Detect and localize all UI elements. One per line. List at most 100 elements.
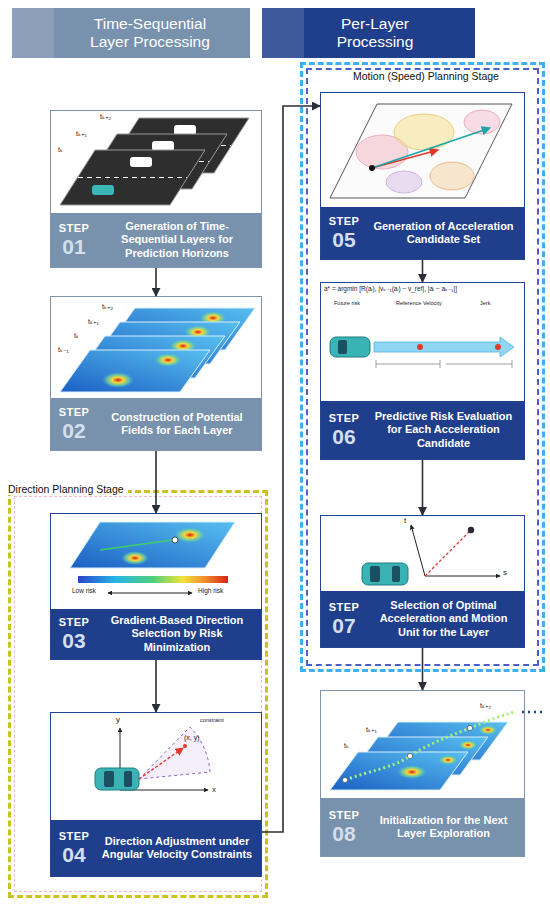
gradient-direction-sketch [78, 576, 228, 583]
step-title: Predictive Risk Evaluation for Each Acce… [369, 410, 518, 450]
risk-evaluation-sketch [376, 364, 440, 365]
road-layers [60, 150, 205, 205]
acceleration-candidate-sketch [330, 104, 512, 198]
step-tag: STEP [59, 831, 90, 842]
illustration-label: a* = argmin [R(aᵢ), |vₖ₋₁(aᵢ) − v_ref|, … [324, 286, 457, 293]
step-label-bar: STEP 05 Generation of Acceleration Candida… [321, 207, 524, 259]
step-tag: STEP [329, 602, 360, 613]
step-label-bar: STEP 08 Initialization for the Next Layer … [321, 798, 524, 856]
risk-evaluation-sketch [495, 344, 501, 350]
illustration-label: tₖ₋₁ [58, 346, 69, 353]
step-number-box: STEP01 [51, 223, 97, 257]
step-number: 07 [332, 615, 355, 636]
illustration-label: tₖ [58, 146, 63, 153]
motion-unit-sketch [362, 525, 500, 585]
next-layer-sketch [407, 753, 412, 758]
step-number-box: STEP06 [321, 413, 367, 447]
process-step-card: STEP02Construction of Potential Fields f… [50, 296, 262, 451]
gradient-direction-sketch [121, 551, 149, 565]
process-step-card: STEP06Predictive Risk Evaluation for Eac… [320, 282, 525, 460]
gradient-direction-sketch [70, 522, 235, 593]
risk-evaluation-sketch [417, 344, 423, 350]
step-label-bar: STEP 03 Gradient-Based Direction Selection… [51, 609, 261, 659]
step-title-wrap: Generation of Time-Sequential Layers for… [97, 220, 261, 260]
acceleration-candidate-sketch [372, 128, 490, 168]
angular-constraint-sketch [95, 727, 210, 790]
illustration-label: tₖ₊₂ [102, 303, 113, 310]
risk-evaluation-sketch [446, 364, 512, 365]
next-layer-sketch [522, 711, 546, 714]
illustration-label: tₖ₊₁ [76, 130, 87, 137]
acceleration-candidate-sketch [386, 171, 422, 193]
acceleration-candidate-sketch [369, 165, 375, 171]
illustration-label: t [404, 517, 406, 525]
process-step-card: STEP 04 Direction Adjustment under Angular… [50, 712, 262, 877]
step-number-box: STEP 07 [321, 602, 367, 636]
illustration-label: s [503, 569, 507, 577]
legend-strip [262, 8, 304, 58]
motion-unit-sketch [468, 527, 474, 533]
motion-unit-sketch [392, 566, 400, 582]
step-number: 04 [62, 844, 85, 865]
process-step-card: STEP 07 Selection of Optimal Acceleration … [320, 515, 525, 648]
stage-group: Motion (Speed) Planning StageSTEP 05 Gener… [300, 62, 545, 672]
angular-constraint-sketch [95, 768, 139, 790]
risk-evaluation-sketch [330, 337, 370, 357]
illustration-label: tₖ₊₁ [88, 318, 99, 325]
acceleration-candidate-sketch [330, 104, 512, 198]
step-number: 02 [62, 420, 85, 441]
gradient-direction-sketch [174, 527, 206, 543]
step-label-bar: STEP 07 Selection of Optimal Acceleration … [321, 591, 524, 647]
step-tag: STEP [329, 216, 360, 227]
step-title-wrap: Gradient-Based Direction Selection by Ri… [97, 614, 261, 654]
step-number-box: STEP 03 [51, 617, 97, 651]
step-title-wrap: Selection of Optimal Acceleration and Mo… [367, 599, 524, 639]
illustration-label: tₖ₊₂ [100, 113, 111, 120]
illustration-label: tₖ₊₂ [480, 702, 491, 709]
legend-strip [12, 8, 54, 58]
step-label-bar: STEP01Generation of Time-Sequential Laye… [51, 213, 261, 267]
step-title-wrap: Direction Adjustment under Angular Veloc… [97, 835, 261, 862]
risk-evaluation-sketch [376, 360, 377, 368]
next-layer-sketch [330, 752, 468, 790]
step-label-bar: STEP02Construction of Potential Fields f… [51, 398, 261, 450]
step-title: Generation of Time-Sequential Layers for… [99, 220, 255, 260]
stage-label: Motion (Speed) Planning Stage [353, 70, 503, 82]
step-number: 05 [332, 229, 355, 250]
step-label-bar: STEP 04 Direction Adjustment under Angular… [51, 820, 261, 876]
step-title-wrap: Generation of Acceleration Candidate Set [367, 220, 524, 247]
illustration-label: tₖ [74, 332, 79, 339]
step-label-bar: STEP06Predictive Risk Evaluation for Eac… [321, 401, 524, 459]
angular-constraint-sketch [124, 771, 132, 787]
gradient-direction-sketch [172, 537, 178, 543]
risk-evaluation-sketch [440, 360, 441, 368]
risk-evaluation-sketch [338, 340, 347, 354]
motion-unit-sketch [370, 566, 380, 582]
step-tag: STEP [329, 810, 360, 821]
illustration-label: Future risk [334, 301, 360, 307]
road-layers [60, 118, 249, 205]
step-title-wrap: Predictive Risk Evaluation for Each Acce… [367, 410, 524, 450]
illustration-label: Jerk [480, 301, 490, 307]
illustration-label: High risk [198, 588, 223, 595]
illustration-label: Reference Velocity [396, 301, 442, 307]
illustration-label: x [212, 786, 216, 794]
risk-evaluation-sketch [512, 360, 513, 368]
angular-constraint-sketch [104, 771, 114, 787]
stage-group: Direction Planning StageSTEP03Gradient-B… [8, 490, 268, 898]
risk-evaluation-sketch [330, 337, 514, 368]
step-title-wrap: Initialization for the Next Layer Explor… [367, 814, 524, 841]
next-layer-sketch [342, 777, 347, 782]
step-title: Selection of Optimal Acceleration and Mo… [369, 599, 518, 639]
flow-arrow [422, 648, 424, 690]
next-layer-sketch [330, 712, 546, 790]
motion-unit-sketch [362, 563, 408, 585]
illustration-label: tₖ₊₁ [366, 726, 377, 733]
motion-unit-sketch [411, 525, 425, 576]
stage-label: Direction Planning Stage [8, 483, 128, 495]
risk-evaluation-sketch [374, 337, 514, 357]
step-number: 08 [332, 823, 355, 844]
step-number: 03 [62, 630, 85, 651]
step-title: Direction Adjustment under Angular Veloc… [99, 835, 255, 862]
step-tag: STEP [59, 617, 90, 628]
